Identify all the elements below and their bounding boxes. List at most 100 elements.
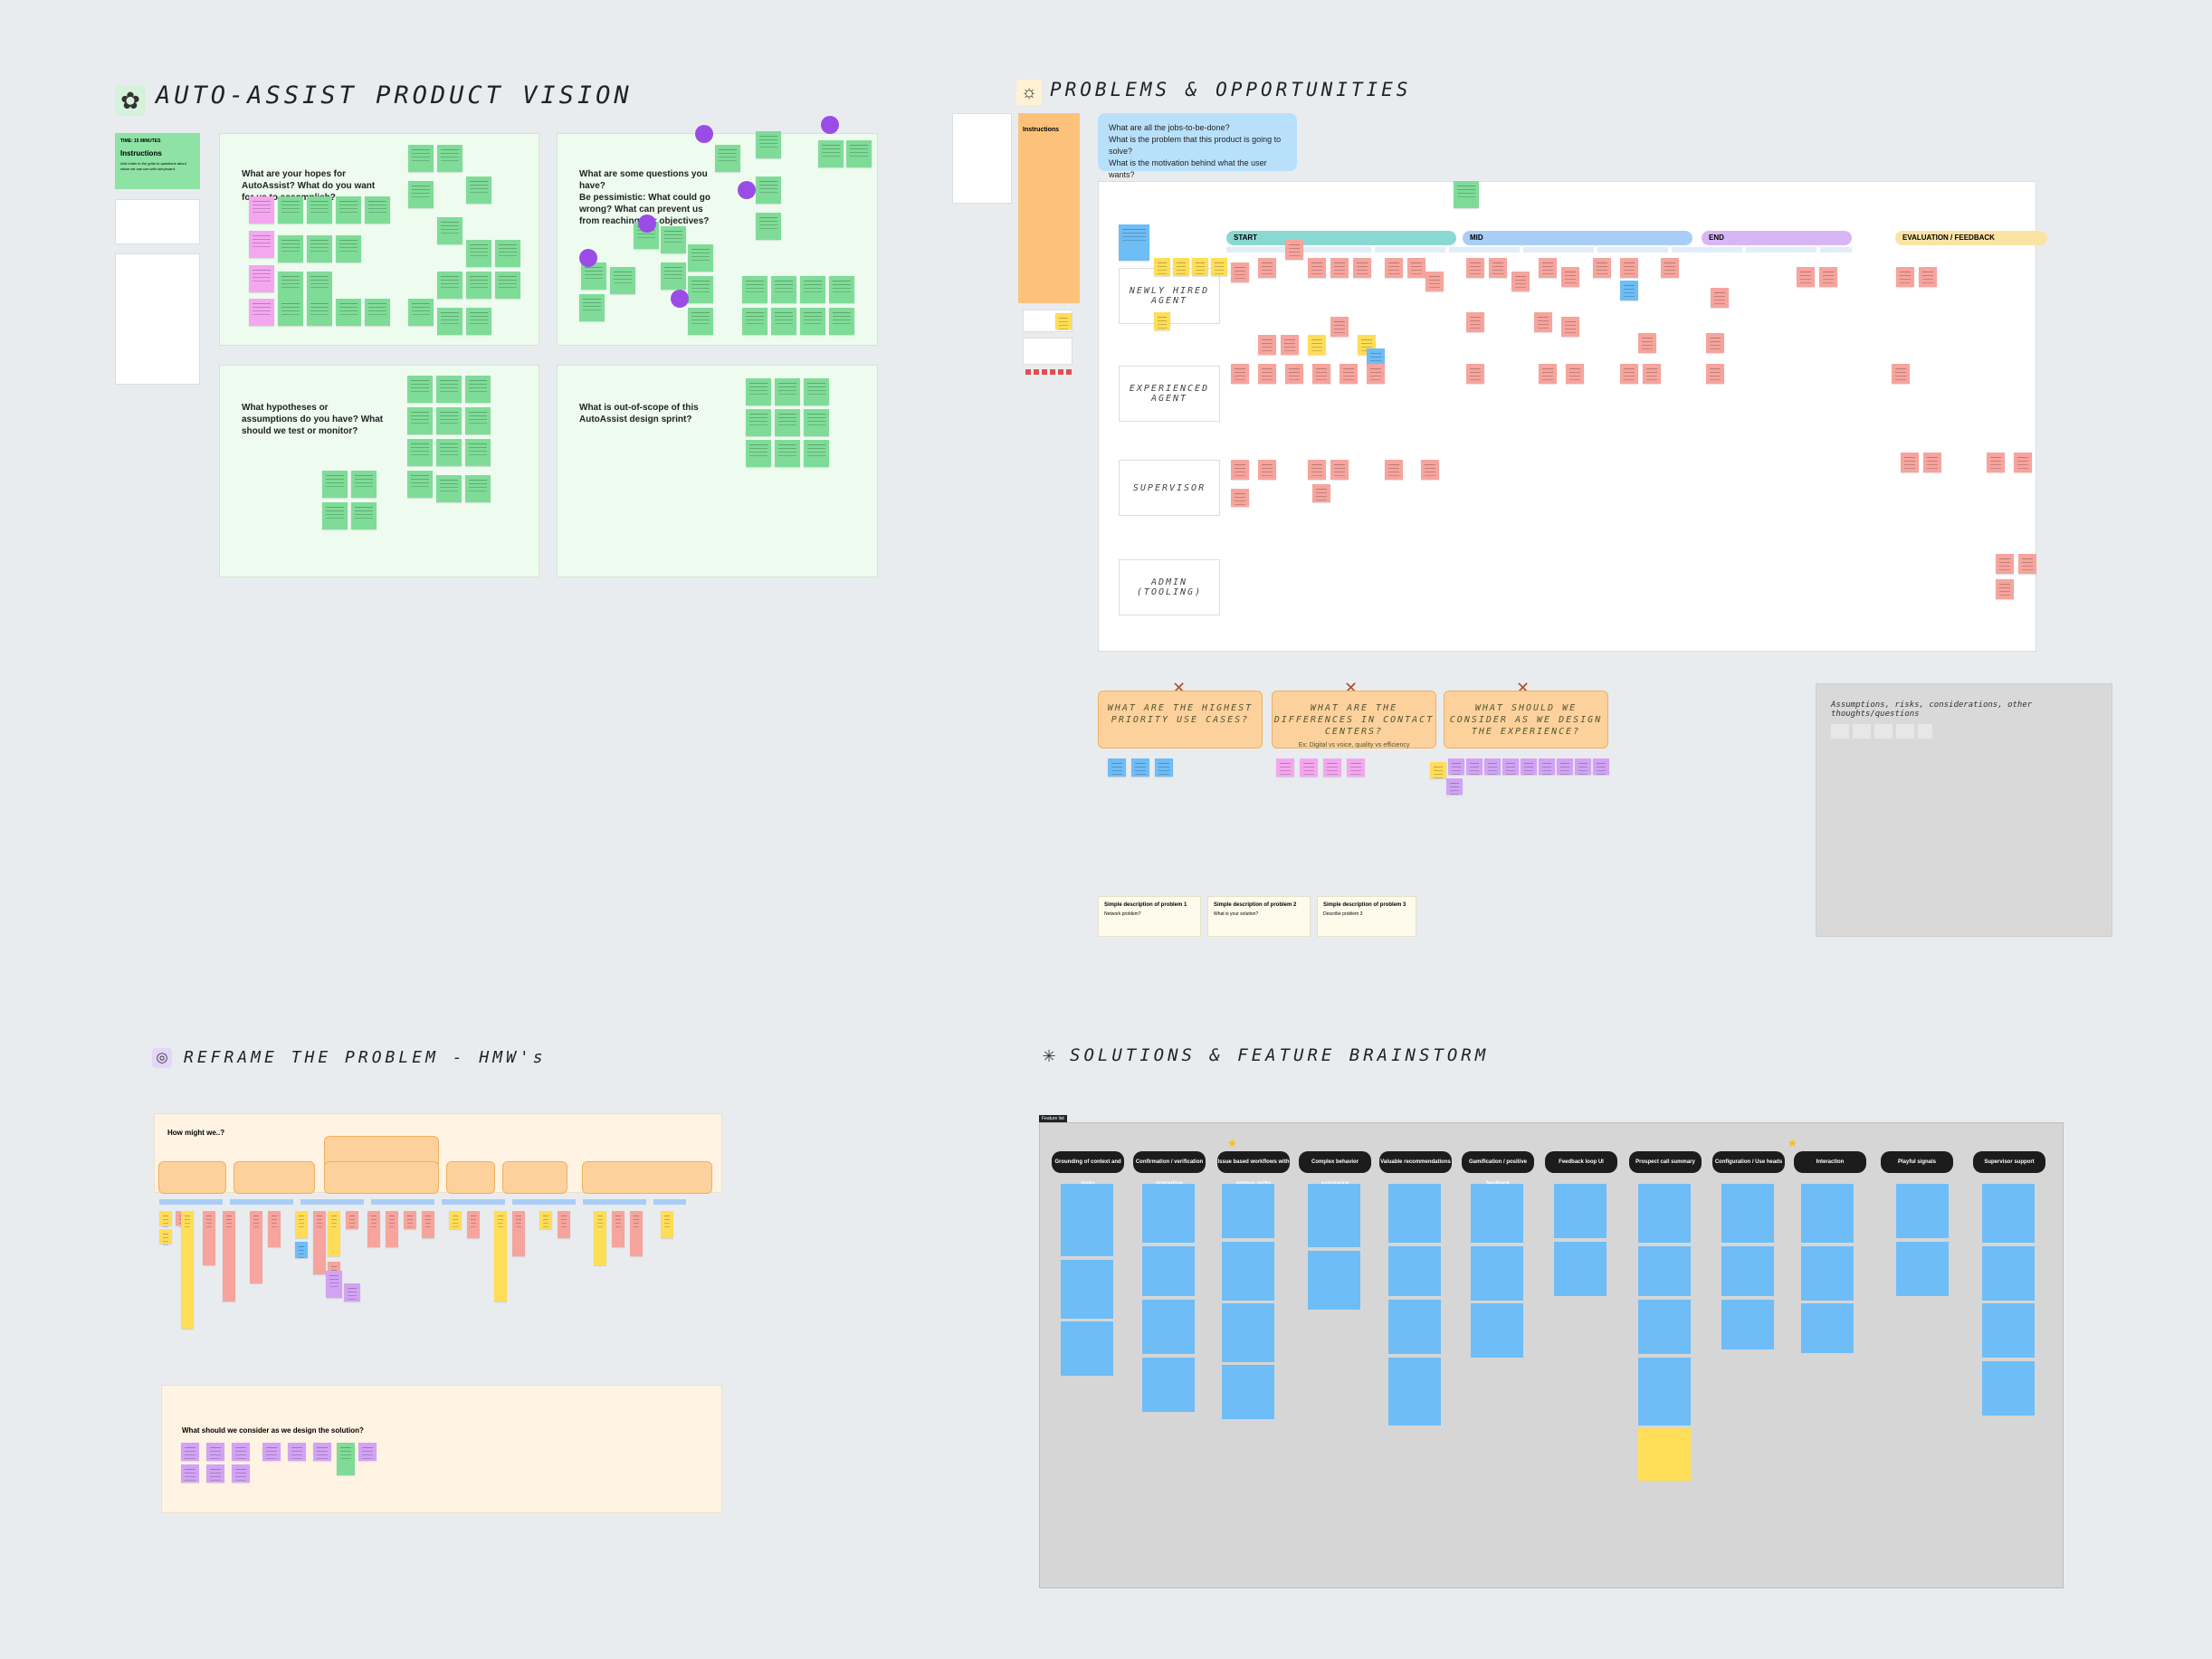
solution-note[interactable] [1388,1184,1441,1243]
sticky-note[interactable] [278,299,303,326]
persona-card[interactable] [1119,224,1149,261]
sticky-note[interactable] [1340,364,1358,384]
solution-note[interactable] [1801,1303,1854,1353]
sticky-note[interactable] [1367,348,1385,368]
sticky-note[interactable] [346,1211,358,1229]
sticky-note[interactable] [495,272,520,299]
sticky-note[interactable] [1466,364,1484,384]
sticky-note[interactable] [268,1211,281,1247]
solution-note[interactable] [1638,1184,1691,1243]
sticky-note[interactable] [775,440,800,467]
sticky-note[interactable] [495,240,520,267]
solution-note[interactable] [1142,1246,1195,1296]
sticky-note[interactable] [203,1211,215,1265]
sticky-note[interactable] [775,378,800,405]
sticky-note[interactable] [756,213,781,240]
sticky-note[interactable] [367,1211,380,1247]
solution-note[interactable] [1896,1242,1949,1296]
sticky-note[interactable] [1308,460,1326,480]
sticky-note[interactable] [465,407,491,434]
sticky-note[interactable] [437,217,462,244]
sticky-note[interactable] [336,196,361,224]
sticky-note[interactable] [1281,335,1299,355]
solution-note[interactable] [1896,1184,1949,1238]
sticky-note[interactable] [1996,554,2014,574]
sticky-note[interactable] [1575,758,1591,775]
sticky-note[interactable] [295,1242,308,1258]
sticky-note[interactable] [818,140,844,167]
sticky-note[interactable] [1347,758,1365,777]
sticky-note[interactable] [558,1211,570,1238]
sticky-note[interactable] [1706,333,1724,353]
sticky-note[interactable] [344,1283,360,1301]
sticky-note[interactable] [437,272,462,299]
sticky-note[interactable] [407,407,433,434]
sticky-note[interactable] [206,1464,224,1483]
sticky-note[interactable] [365,299,390,326]
solution-note[interactable] [1801,1184,1854,1243]
sticky-note[interactable] [1285,240,1303,260]
sticky-note[interactable] [1566,364,1584,384]
sticky-note[interactable] [278,196,303,224]
sticky-note[interactable] [1539,758,1555,775]
sticky-note[interactable] [1484,758,1501,775]
solution-note[interactable] [1222,1365,1274,1419]
sticky-note[interactable] [159,1229,172,1244]
prompt-design-considerations[interactable]: WHAT SHOULD WE CONSIDER AS WE DESIGN THE… [1444,691,1608,748]
sticky-note[interactable] [1258,460,1276,480]
sticky-note[interactable] [422,1211,434,1238]
sticky-note[interactable] [800,308,825,335]
sticky-note[interactable] [610,267,635,294]
sticky-note[interactable] [1385,460,1403,480]
hmw-card[interactable] [158,1161,226,1194]
sticky-note[interactable] [1896,267,1914,287]
prompt-priority-use-cases[interactable]: WHAT ARE THE HIGHEST PRIORITY USE CASES? [1098,691,1263,748]
sticky-note[interactable] [436,407,462,434]
sticky-note[interactable] [846,140,872,167]
sticky-note[interactable] [437,308,462,335]
sticky-note[interactable] [295,1211,308,1238]
sticky-note[interactable] [404,1211,416,1229]
sticky-note[interactable] [804,378,829,405]
sticky-note[interactable] [746,440,771,467]
sticky-note[interactable] [539,1211,552,1229]
sticky-note[interactable] [313,1443,331,1461]
sticky-note[interactable] [1308,258,1326,278]
sticky-note[interactable] [1154,312,1170,330]
sticky-note[interactable] [1466,758,1483,775]
sticky-note[interactable] [351,502,377,529]
sticky-note[interactable] [326,1271,342,1298]
sticky-note[interactable] [1285,364,1303,384]
problems-resources-card[interactable] [952,113,1012,204]
sticky-note[interactable] [746,409,771,436]
sticky-note[interactable] [436,376,462,403]
journey-map-frame[interactable] [1098,181,2036,652]
sticky-note[interactable] [181,1443,199,1461]
sticky-note[interactable] [688,308,713,335]
sticky-note[interactable] [466,240,491,267]
solution-note[interactable] [1222,1242,1274,1301]
sticky-note[interactable] [408,299,434,326]
solution-note[interactable] [1142,1358,1195,1412]
solution-note[interactable] [1471,1303,1523,1358]
sticky-note[interactable] [1055,313,1072,329]
solution-note[interactable] [1471,1184,1523,1243]
sticky-note[interactable] [336,235,361,262]
sticky-note[interactable] [1353,258,1371,278]
solution-note[interactable] [1638,1246,1691,1296]
sticky-note[interactable] [278,235,303,262]
solution-note[interactable] [1721,1300,1774,1349]
solution-note[interactable] [1982,1361,2035,1416]
sticky-note[interactable] [2018,554,2036,574]
sticky-note[interactable] [1502,758,1519,775]
solution-note[interactable] [1721,1246,1774,1296]
sticky-note[interactable] [756,131,781,158]
sticky-note[interactable] [512,1211,525,1256]
sticky-note[interactable] [804,409,829,436]
solution-note[interactable] [1388,1300,1441,1354]
sticky-note[interactable] [1312,364,1330,384]
sticky-note[interactable] [358,1443,377,1461]
sticky-note[interactable] [407,376,433,403]
sticky-note[interactable] [232,1443,250,1461]
sticky-note[interactable] [181,1464,199,1483]
